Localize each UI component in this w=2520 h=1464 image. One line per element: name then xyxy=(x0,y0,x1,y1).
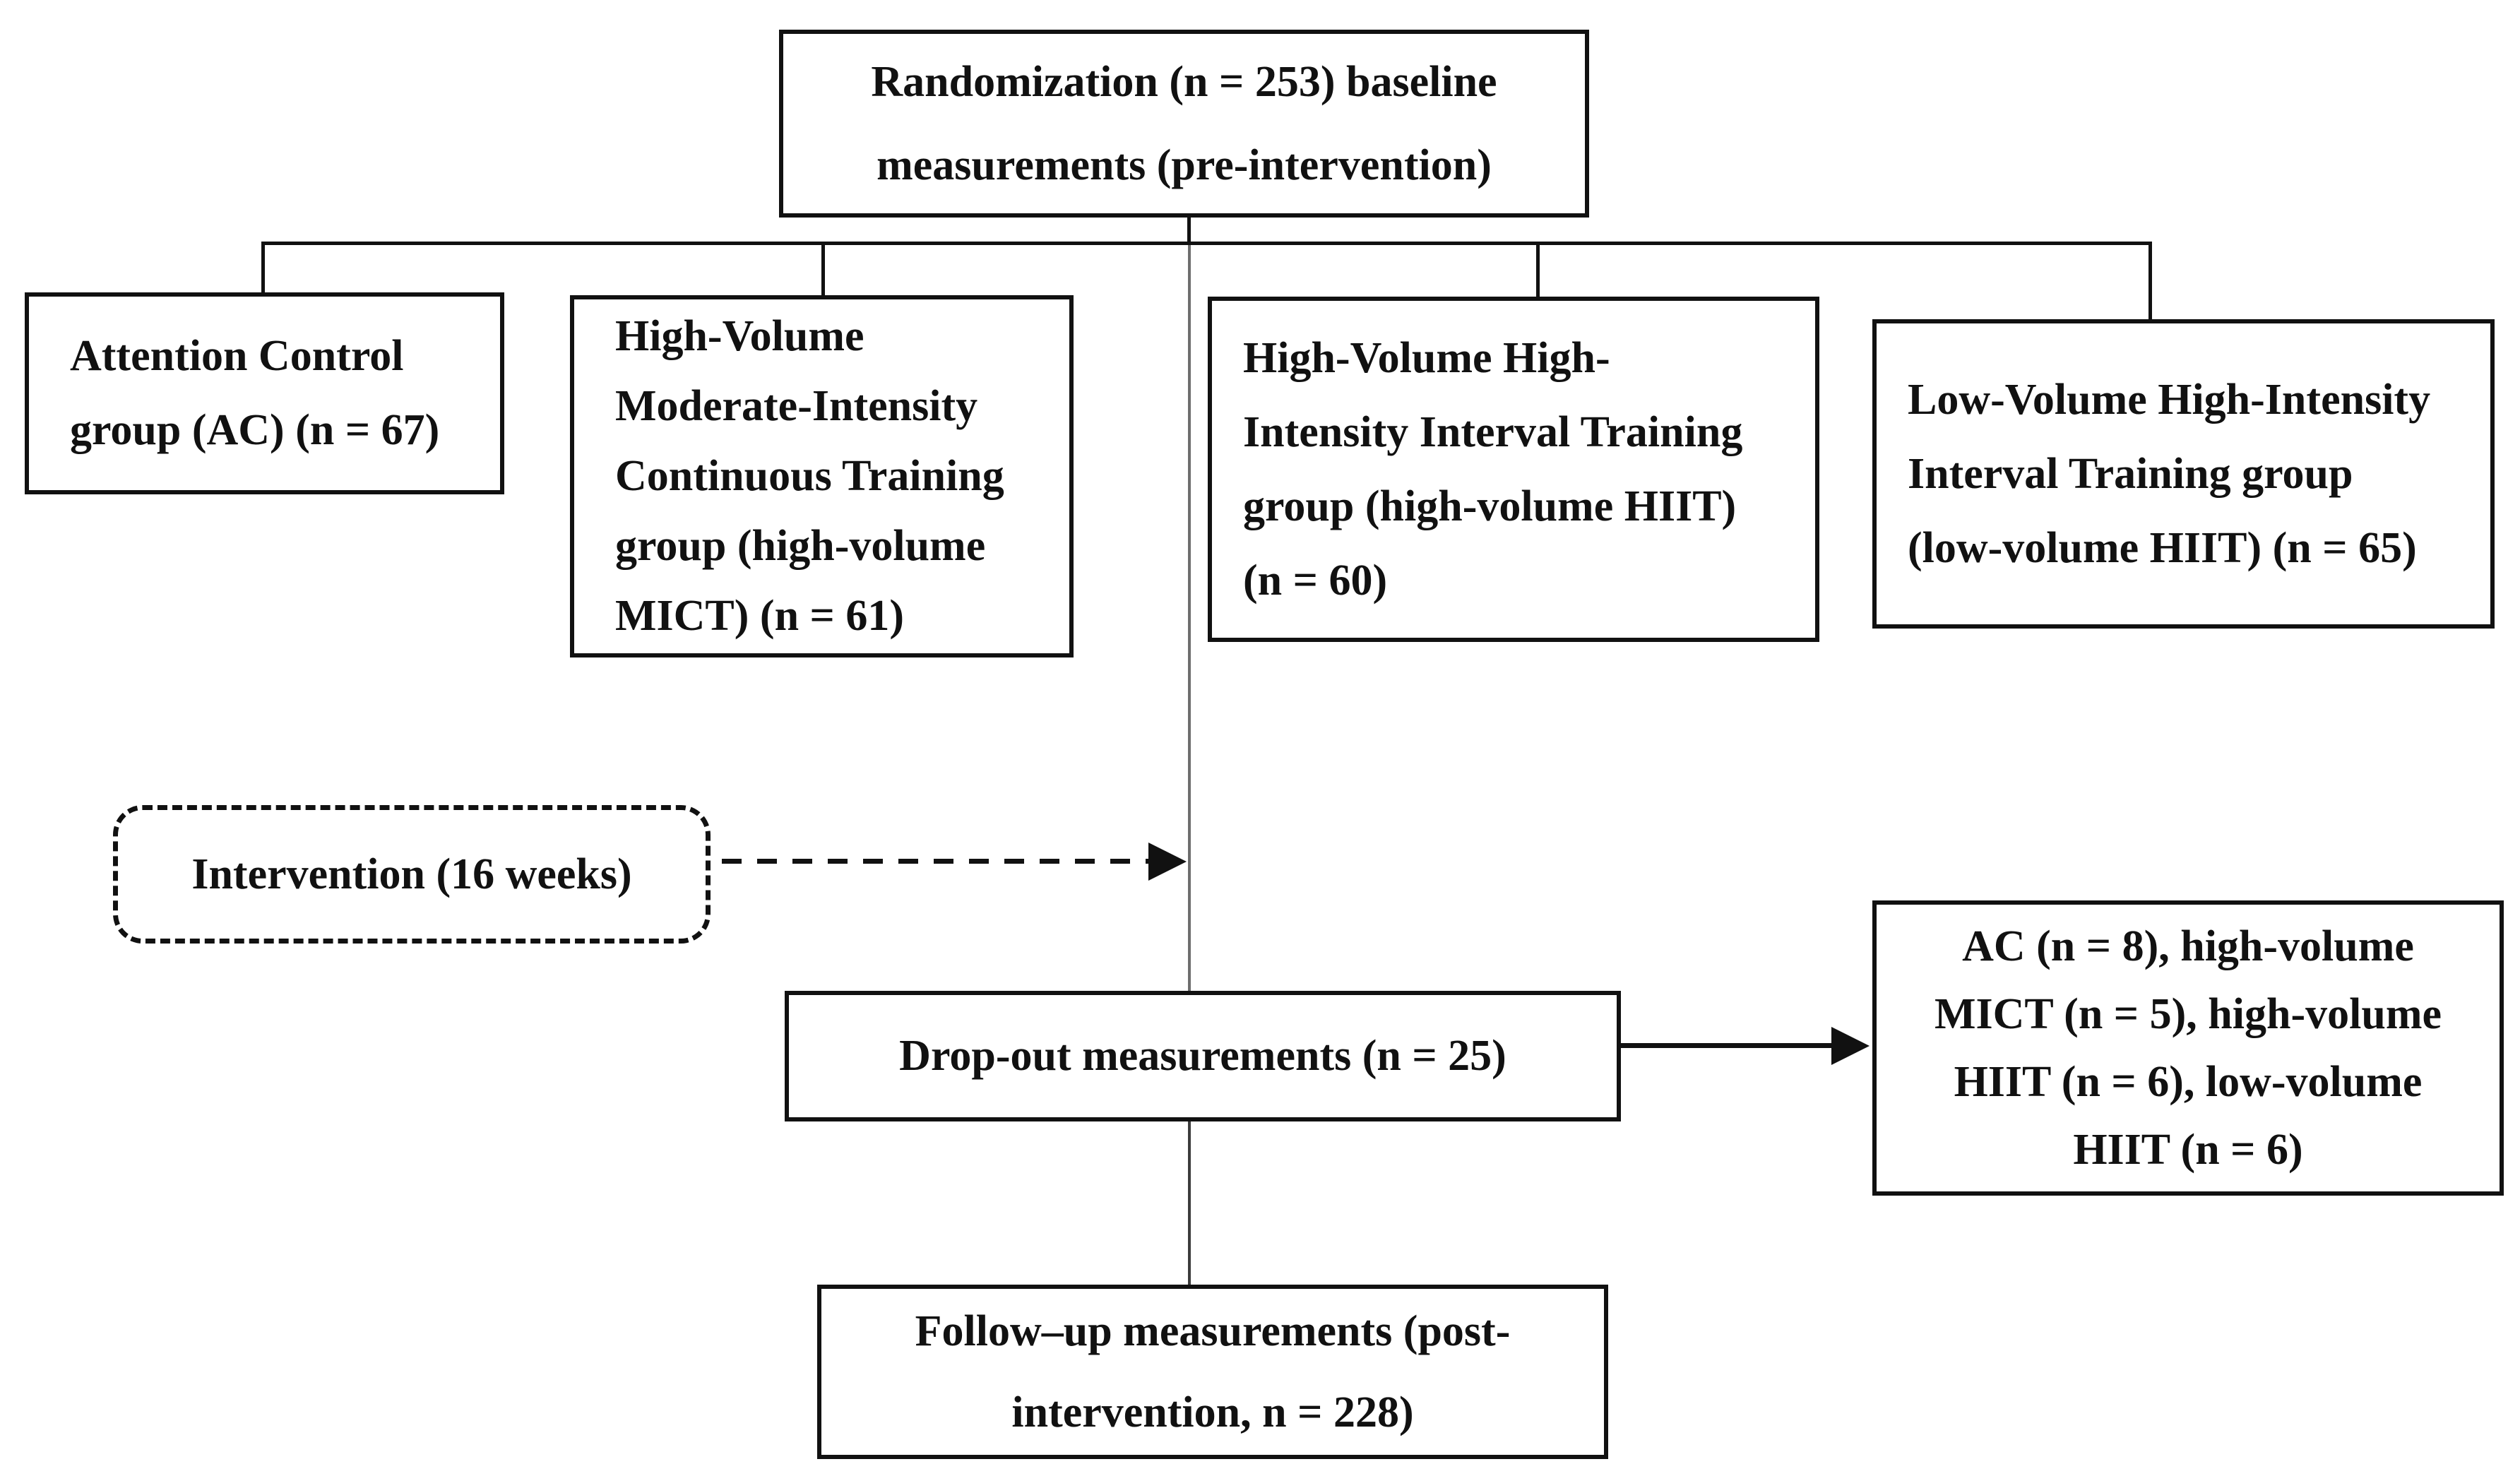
high-volume-mict-text-line: High-Volume xyxy=(615,312,864,360)
randomization-text-line: measurements (pre-intervention) xyxy=(876,141,1492,189)
dropout-text-line: Drop-out measurements (n = 25) xyxy=(899,1032,1506,1080)
connector-stub-high-volume-hiit xyxy=(1536,242,1540,299)
high-volume-hiit-text-line: High-Volume High- xyxy=(1243,333,1610,382)
randomization-box: Randomization (n = 253) baseline measure… xyxy=(779,30,1589,218)
intervention-dashed-arrow-line xyxy=(722,859,1150,864)
high-volume-hiit-text-line: group (high-volume HIIT) xyxy=(1243,482,1737,530)
connector-center-vertical-lower xyxy=(1188,1121,1191,1286)
low-volume-hiit-text-line: Low-Volume High-Intensity xyxy=(1908,375,2431,424)
low-volume-hiit-box: Low-Volume High-Intensity Interval Train… xyxy=(1872,319,2495,629)
dropout-box: Drop-out measurements (n = 25) xyxy=(785,991,1621,1121)
dropout-arrowhead-icon xyxy=(1831,1027,1870,1065)
followup-box: Follow–up measurements (post- interventi… xyxy=(817,1285,1608,1459)
high-volume-hiit-box: High-Volume High- Intensity Interval Tra… xyxy=(1208,297,1819,642)
high-volume-mict-box: High-Volume Moderate-Intensity Continuou… xyxy=(570,295,1074,657)
dropout-detail-text-line: HIIT (n = 6), low-volume xyxy=(1954,1058,2423,1106)
randomization-text-line: Randomization (n = 253) baseline xyxy=(871,58,1497,106)
connector-branch-horizontal xyxy=(261,242,2152,245)
high-volume-mict-text-line: Continuous Training xyxy=(615,452,1004,500)
attention-control-box: Attention Control group (AC) (n = 67) xyxy=(25,292,504,494)
high-volume-mict-text-line: MICT) (n = 61) xyxy=(615,592,905,640)
attention-control-text-line: group (AC) (n = 67) xyxy=(70,406,440,454)
followup-text-line: Follow–up measurements (post- xyxy=(915,1307,1511,1355)
dropout-detail-text-line: AC (n = 8), high-volume xyxy=(1962,922,2414,970)
low-volume-hiit-text-line: Interval Training group xyxy=(1908,449,2353,498)
dropout-detail-text-line: MICT (n = 5), high-volume xyxy=(1934,990,2442,1038)
high-volume-mict-text-line: group (high-volume xyxy=(615,522,986,570)
high-volume-hiit-text-line: Intensity Interval Training xyxy=(1243,407,1743,456)
attention-control-text-line: Attention Control xyxy=(70,332,404,380)
intervention-box: Intervention (16 weeks) xyxy=(113,805,711,944)
intervention-arrowhead-icon xyxy=(1148,843,1187,881)
dropout-arrow-line xyxy=(1621,1043,1834,1048)
connector-center-vertical-upper xyxy=(1188,245,1191,992)
low-volume-hiit-text-line: (low-volume HIIT) (n = 65) xyxy=(1908,523,2417,572)
connector-topbox-to-branch xyxy=(1187,215,1191,244)
dropout-detail-text-line: HIIT (n = 6) xyxy=(2073,1126,2303,1174)
followup-text-line: intervention, n = 228) xyxy=(1011,1388,1414,1436)
high-volume-mict-text-line: Moderate-Intensity xyxy=(615,382,978,430)
connector-stub-low-volume-hiit xyxy=(2148,242,2152,322)
intervention-text-line: Intervention (16 weeks) xyxy=(191,850,632,898)
dropout-detail-box: AC (n = 8), high-volume MICT (n = 5), hi… xyxy=(1872,900,2504,1196)
connector-stub-attention-control xyxy=(261,242,265,295)
high-volume-hiit-text-line: (n = 60) xyxy=(1243,556,1388,605)
connector-stub-high-volume-mict xyxy=(821,242,825,298)
